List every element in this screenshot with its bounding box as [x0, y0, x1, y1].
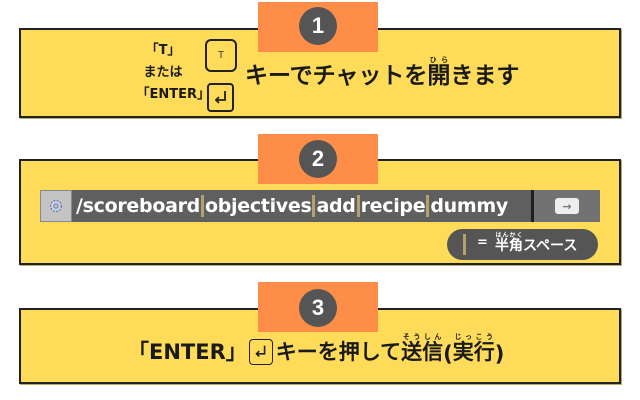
- legend-label: 半はん角かくスペース: [495, 232, 578, 254]
- space-marker: [200, 194, 204, 217]
- gear-icon: [50, 200, 62, 212]
- step-3-number-badge: 3: [299, 289, 337, 327]
- chat-settings-button[interactable]: [40, 190, 72, 222]
- space-marker: [426, 194, 430, 217]
- send-arrow-icon: →: [555, 198, 579, 214]
- step-1-instruction: キーでチャットを開ひらきます: [245, 56, 520, 89]
- execute-kanji: 実行じっこう: [452, 333, 495, 364]
- space-marker: [356, 194, 360, 217]
- key-options: 「T」 または 「ENTER」: [120, 40, 210, 106]
- enter-key-icon: [248, 339, 273, 365]
- step-1-number-badge: 1: [299, 7, 337, 45]
- open-kanji: 開ひら: [427, 56, 451, 89]
- send-button[interactable]: →: [534, 190, 600, 222]
- space-marker-sample: [463, 234, 466, 255]
- chat-divider: [531, 190, 534, 222]
- key-option-or: または: [143, 65, 183, 80]
- key-option-t: 「T」: [145, 43, 181, 58]
- step-2-number-badge: 2: [299, 140, 337, 178]
- space-marker: [312, 194, 316, 217]
- enter-key-icon: [207, 83, 234, 112]
- step-3-instruction: 「ENTER」 キーを押して送信そうしん(実行じっこう): [128, 333, 505, 366]
- t-key-icon: T: [205, 39, 237, 72]
- key-option-enter: 「ENTER」: [136, 87, 210, 102]
- space-legend: = 半はん角かくスペース: [447, 229, 598, 260]
- send-kanji: 送信そうしん: [401, 333, 444, 364]
